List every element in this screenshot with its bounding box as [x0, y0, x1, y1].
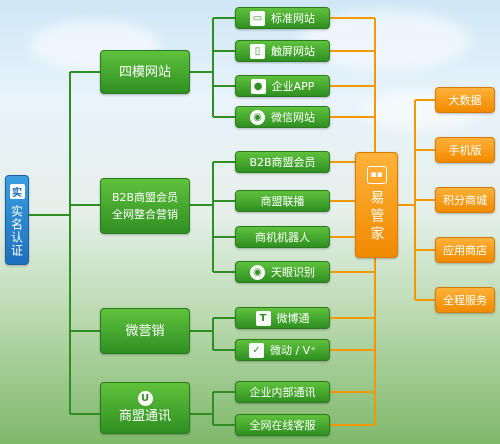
leaf-weidong: ✓ 微动 / V⁺: [235, 339, 330, 361]
service-label: 手机版: [448, 144, 482, 157]
node-alliance-comm: U 商盟通讯: [100, 382, 190, 434]
service-big-data: 大数据: [435, 87, 495, 113]
leaf-label: 微动 / V⁺: [269, 344, 317, 357]
leaf-label: 企业APP: [271, 80, 315, 93]
apple-android-icon: ●: [250, 78, 266, 94]
leaf-wechat-website: ◉ 微信网站: [235, 106, 330, 128]
leaf-label: 全网在线客服: [249, 419, 316, 432]
leaf-business-robot: 商机机器人: [235, 226, 330, 248]
node-label: 微营销: [125, 323, 165, 339]
monitor-icon: ▭: [250, 10, 265, 26]
leaf-label: 标准网站: [271, 12, 315, 25]
node-label: 商盟通讯: [118, 409, 171, 424]
service-label: 大数据: [448, 94, 482, 107]
node-b2b-marketing: B2B商盟会员 全网整合营销: [100, 178, 190, 234]
root-node: 实 实名认证: [5, 175, 29, 265]
service-label: 积分商城: [443, 194, 487, 207]
leaf-label: 商机机器人: [255, 231, 310, 244]
u-logo-icon: U: [137, 391, 153, 406]
service-full-service: 全程服务: [435, 287, 495, 313]
leaf-label: 企业内部通讯: [249, 386, 316, 399]
leaf-internal-comm: 企业内部通讯: [235, 381, 330, 403]
eye-icon: ◉: [250, 264, 265, 280]
node-label: 全网整合营销: [112, 208, 178, 221]
root-label: 实名认证: [9, 204, 24, 257]
node-four-mode-website: 四模网站: [100, 50, 190, 94]
leaf-standard-website: ▭ 标准网站: [235, 7, 330, 29]
leaf-enterprise-app: ● 企业APP: [235, 75, 330, 97]
leaf-label: 天眼识别: [271, 266, 315, 279]
leaf-alliance-broadcast: 商盟联播: [235, 190, 330, 212]
service-label: 全程服务: [443, 294, 487, 307]
check-v-icon: ✓: [248, 342, 264, 358]
leaf-online-service: 全网在线客服: [235, 414, 330, 436]
leaf-label: 触屏网站: [271, 45, 315, 58]
node-label: 四模网站: [118, 64, 171, 80]
hub-yiguanjia: ▪▪ 易管家: [355, 152, 398, 258]
node-label: B2B商盟会员: [111, 191, 179, 204]
node-micro-marketing: 微营销: [100, 308, 190, 354]
leaf-touch-website: ▯ 触屏网站: [235, 40, 330, 62]
leaf-b2b-member: B2B商盟会员: [235, 151, 330, 173]
leaf-sky-eye: ◉ 天眼识别: [235, 261, 330, 283]
service-mobile: 手机版: [435, 137, 495, 163]
leaf-label: B2B商盟会员: [249, 156, 316, 169]
service-app-store: 应用商店: [435, 237, 495, 263]
service-points-mall: 积分商城: [435, 187, 495, 213]
t-icon: T: [255, 310, 271, 326]
leaf-label: 商盟联播: [260, 195, 305, 208]
wechat-icon: ◉: [250, 109, 265, 125]
hub-label: 易管家: [368, 190, 385, 244]
service-label: 应用商店: [443, 244, 487, 257]
leaf-label: 微信网站: [271, 111, 315, 124]
leaf-label: 微博通: [276, 312, 310, 325]
shield-icon: 实: [9, 183, 25, 199]
robot-face-icon: ▪▪: [366, 166, 387, 184]
leaf-weibo-tong: T 微博通: [235, 307, 330, 329]
phone-icon: ▯: [250, 43, 265, 59]
